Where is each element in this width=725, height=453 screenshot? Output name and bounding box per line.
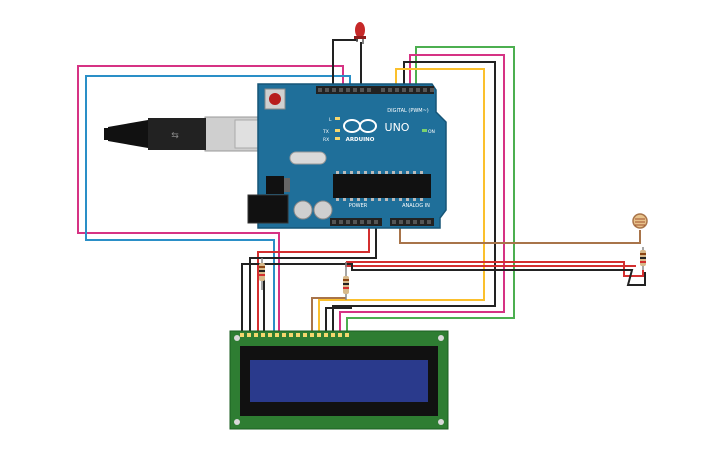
wire-magenta-rs (77, 65, 344, 335)
led-base (354, 36, 366, 39)
lcd-mount-hole-tr (438, 335, 444, 341)
atmega-chip (333, 174, 431, 198)
resistor-contrast (259, 258, 265, 290)
on-led (422, 129, 427, 132)
capacitor-2 (313, 200, 333, 220)
lcd-mount-hole-br (438, 419, 444, 425)
on-label: ON (428, 129, 435, 135)
led-body (355, 22, 365, 38)
wire-5v-red (257, 220, 370, 335)
l-led-label: L (329, 117, 332, 123)
power-label: POWER (349, 203, 368, 209)
tx-label: TX (322, 129, 329, 135)
board-model: UNO (385, 121, 410, 134)
lcd-mount-hole-bl (234, 419, 240, 425)
tx-led (335, 129, 340, 132)
capacitor-1 (293, 200, 313, 220)
usb-cable: ⇆ (104, 116, 266, 152)
wire-yellow-d4 (318, 68, 485, 335)
usb-cable-body (148, 118, 206, 150)
digital-header (316, 86, 434, 94)
ldr-trace (635, 218, 645, 226)
arduino-logo: ARDUINO (343, 119, 377, 143)
wire-black-d5 (332, 61, 496, 335)
wire-red-rail (346, 261, 644, 277)
wire-gnd-black (249, 220, 377, 335)
lcd-screen (250, 360, 428, 402)
rx-label: RX (323, 137, 329, 143)
resistor-backlight (343, 262, 349, 300)
lcd-mount-hole-tl (234, 335, 240, 341)
analog-header (390, 218, 434, 226)
wire-black-short (325, 307, 352, 335)
lcd-display (229, 330, 449, 430)
resistor-ldr (640, 247, 646, 270)
crystal (289, 151, 327, 165)
arduino-board: DIGITAL (PWM~) ARDUINO UNO L TX RX ON (247, 83, 447, 229)
reset-button-cap[interactable] (269, 93, 281, 105)
logo-text: ARDUINO (346, 137, 375, 143)
dc-power-jack (247, 194, 289, 224)
logo-loop-right (359, 119, 377, 133)
led (354, 22, 366, 44)
digital-label: DIGITAL (PWM~) (387, 108, 429, 114)
usb-strain-relief (108, 120, 148, 148)
analog-label: ANALOG IN (402, 203, 430, 209)
wire-led-gnd (332, 39, 358, 92)
rx-led (335, 137, 340, 140)
wire-res-lcd (311, 297, 346, 335)
usb-icon: ⇆ (171, 131, 179, 141)
photoresistor (632, 213, 648, 229)
voltage-regulator (266, 176, 284, 194)
l-led (335, 117, 340, 120)
lcd-pin-header (240, 333, 349, 337)
digital-pin-holes (318, 88, 434, 92)
chip-pins (336, 171, 423, 201)
usb-wire-end (104, 128, 112, 140)
wire-cyan-e (85, 75, 351, 335)
wire-a0-ldr (399, 220, 641, 244)
power-pin-holes (332, 220, 431, 224)
regulator-tab (284, 178, 290, 192)
ldr-head (632, 213, 648, 229)
